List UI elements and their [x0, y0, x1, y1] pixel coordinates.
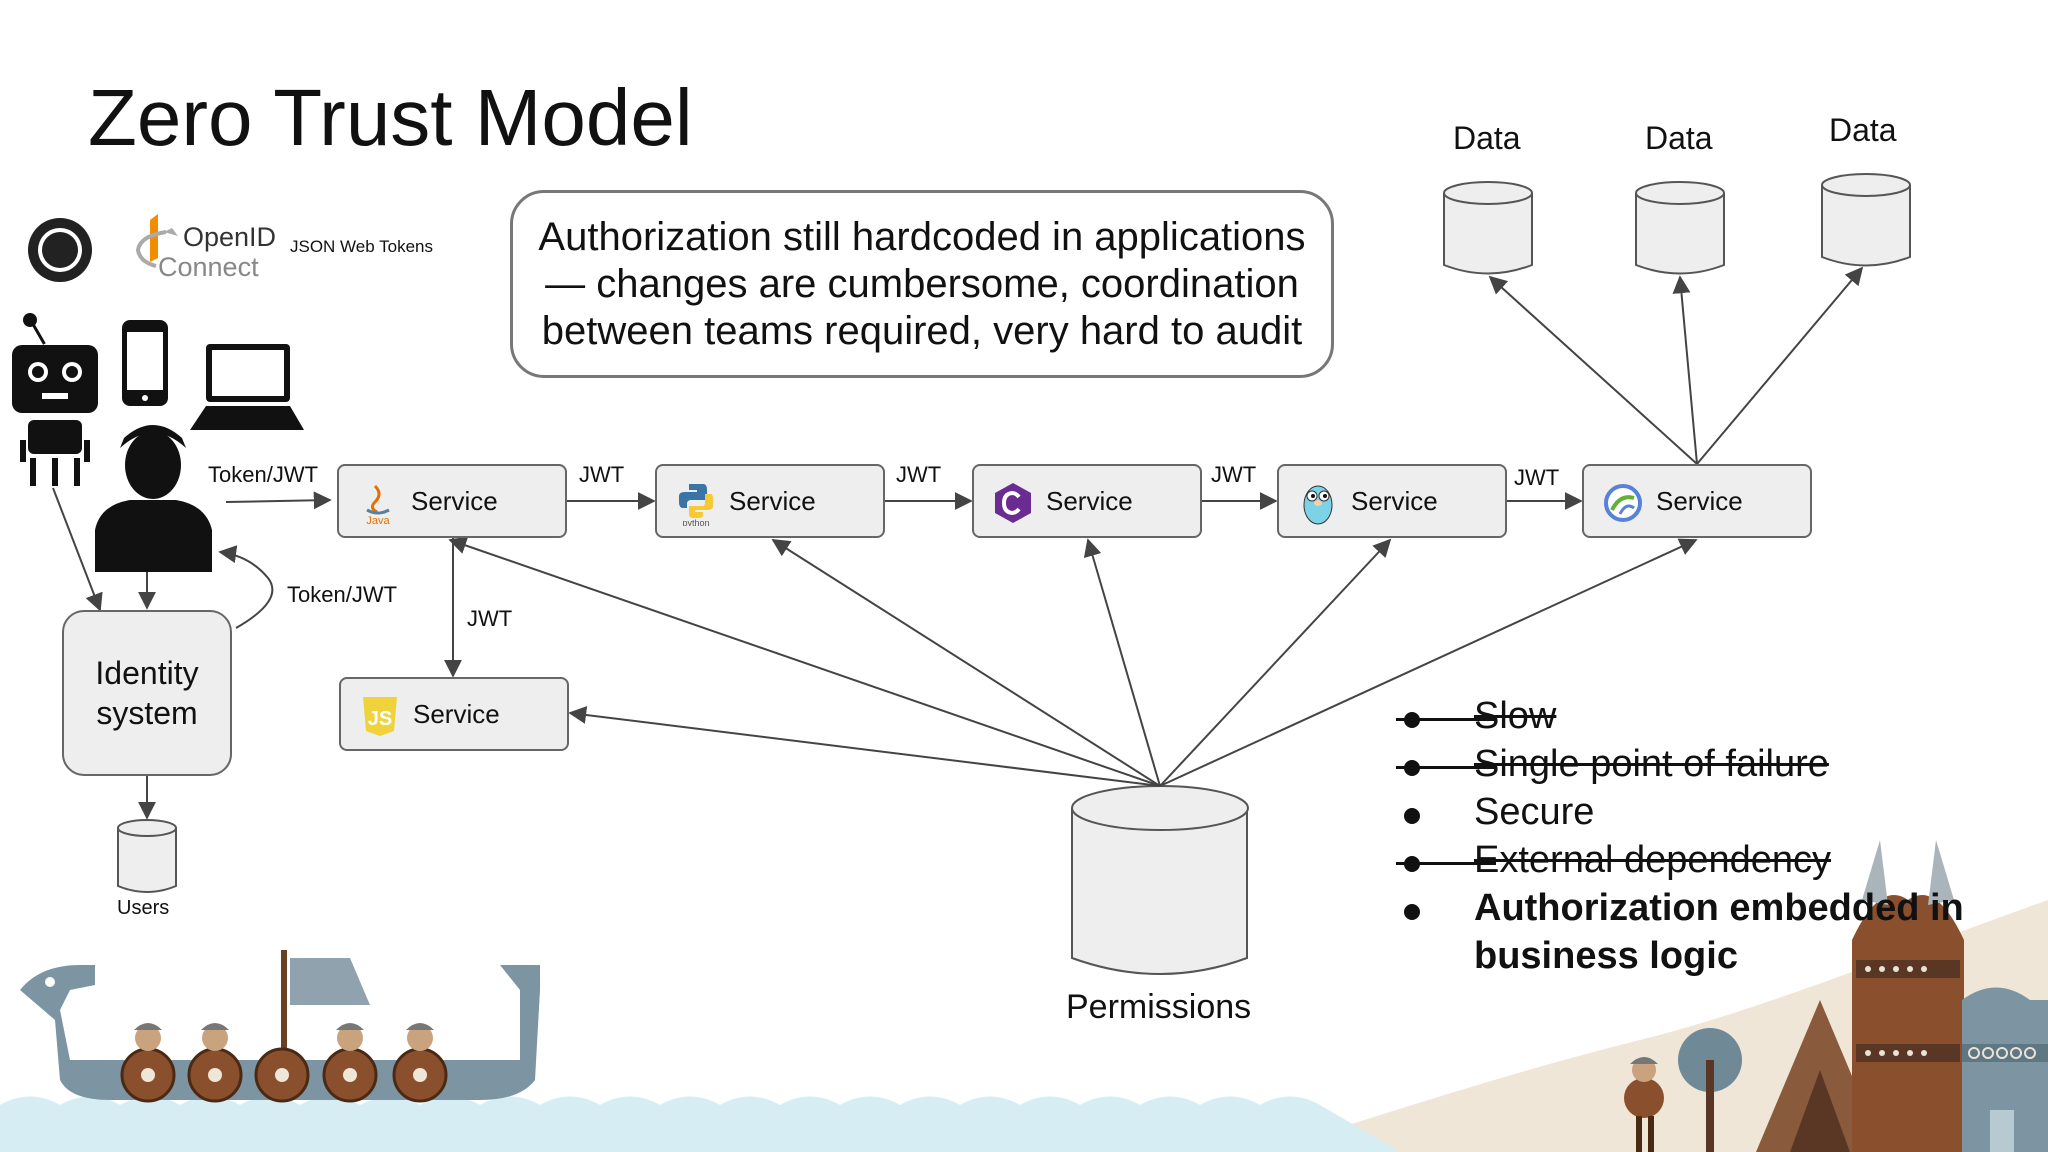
identity-line-1: Identity: [95, 655, 199, 691]
phone-icon: [122, 320, 168, 406]
data-label-1: Data: [1453, 120, 1521, 156]
edge-label-jwt-4: JWT: [1514, 465, 1560, 490]
js-glyph: JS: [368, 708, 392, 730]
service-python: python Service: [655, 464, 885, 538]
connect-text: Connect: [158, 252, 259, 282]
users-database-icon: [117, 819, 177, 893]
robot-icon: [12, 313, 98, 486]
openid-logo-icon: [135, 214, 178, 268]
data-label-3: Data: [1829, 112, 1897, 148]
callout-line-1: Authorization still hardcoded in applica…: [538, 214, 1306, 259]
edge-label-jwt-2: JWT: [896, 462, 942, 487]
edge-perm-python: [771, 539, 1161, 787]
property-external-dependency: External dependency: [1396, 836, 2016, 884]
oauth-version: 2: [49, 234, 66, 267]
service-label: Service: [729, 485, 816, 516]
edge-label-jwt-1: JWT: [579, 462, 625, 487]
edge-perm-java: [448, 536, 1161, 787]
edge-perm-js: [568, 706, 1161, 787]
bullet-icon: [1404, 904, 1420, 920]
clojure-icon: [1600, 480, 1646, 526]
bullet-icon: [1404, 856, 1420, 872]
bullet-icon: [1404, 760, 1420, 776]
python-icon: python: [673, 480, 719, 526]
csharp-icon: [990, 480, 1036, 526]
water-waves: [0, 1096, 1400, 1152]
edge-perm-csharp: [1083, 538, 1161, 787]
service-clojure: Service: [1582, 464, 1812, 538]
property-list: Slow Single point of failure Secure Exte…: [1396, 692, 2016, 980]
edge-user-java: [225, 491, 332, 510]
identity-system-box: Identity system: [62, 610, 232, 776]
service-label: Service: [413, 698, 500, 729]
edge-clojure-data3: [1696, 266, 1864, 465]
data-store-3-icon: [1821, 173, 1911, 267]
data-store-1-icon: [1443, 181, 1533, 275]
edge-label-jwt-5: JWT: [467, 606, 513, 631]
laptop-icon: [190, 344, 304, 430]
user-icon: [95, 425, 212, 572]
python-caption: python: [682, 518, 709, 526]
openid-text: OpenID: [183, 222, 277, 252]
data-store-2-icon: [1635, 181, 1725, 275]
edge-label-token-back: Token/JWT: [287, 582, 398, 607]
edge-clojure-data1: [1488, 275, 1698, 465]
permissions-label: Permissions: [1066, 988, 1252, 1026]
service-javascript: JS Service: [339, 677, 569, 751]
property-single-point-of-failure: Single point of failure: [1396, 740, 2016, 788]
property-slow: Slow: [1396, 692, 2016, 740]
property-secure: Secure: [1396, 788, 2016, 836]
edge-perm-clojure: [1159, 538, 1698, 787]
java-icon: Java: [355, 480, 401, 526]
edge-perm-go: [1159, 538, 1392, 787]
identity-line-2: system: [96, 695, 198, 731]
go-gopher-icon: [1295, 480, 1341, 526]
oauth-logo-icon: [28, 218, 92, 282]
jwt-logo-text: JSON Web Tokens: [290, 237, 433, 256]
permissions-database-icon: [1071, 785, 1249, 975]
callout-line-3: between teams required, very hard to aud…: [541, 308, 1303, 353]
java-caption: Java: [366, 515, 390, 526]
service-label: Service: [411, 485, 498, 516]
data-label-2: Data: [1645, 120, 1713, 156]
edge-identity-token-back: [218, 545, 274, 629]
edge-robot-identity: [52, 487, 103, 612]
edge-label-token-in: Token/JWT: [208, 462, 319, 487]
bullet-icon: [1404, 712, 1420, 728]
property-authorization-embedded: Authorization embedded in business logic: [1396, 884, 2016, 980]
service-go: Service: [1277, 464, 1507, 538]
service-label: Service: [1656, 485, 1743, 516]
viking-ship-icon: [20, 950, 540, 1103]
service-label: Service: [1351, 485, 1438, 516]
slide-title: Zero Trust Model: [88, 73, 693, 162]
callout-line-2: — changes are cumbersome, coordination: [545, 261, 1299, 306]
service-label: Service: [1046, 485, 1133, 516]
users-label: Users: [117, 897, 170, 919]
javascript-icon: JS: [357, 693, 403, 739]
viking-village-icon: [1624, 840, 2048, 1152]
service-csharp: Service: [972, 464, 1202, 538]
callout-box: Authorization still hardcoded in applica…: [510, 190, 1334, 378]
bullet-icon: [1404, 808, 1420, 824]
edge-clojure-data2: [1672, 275, 1698, 465]
service-java: Java Service: [337, 464, 567, 538]
edge-label-jwt-3: JWT: [1211, 462, 1257, 487]
